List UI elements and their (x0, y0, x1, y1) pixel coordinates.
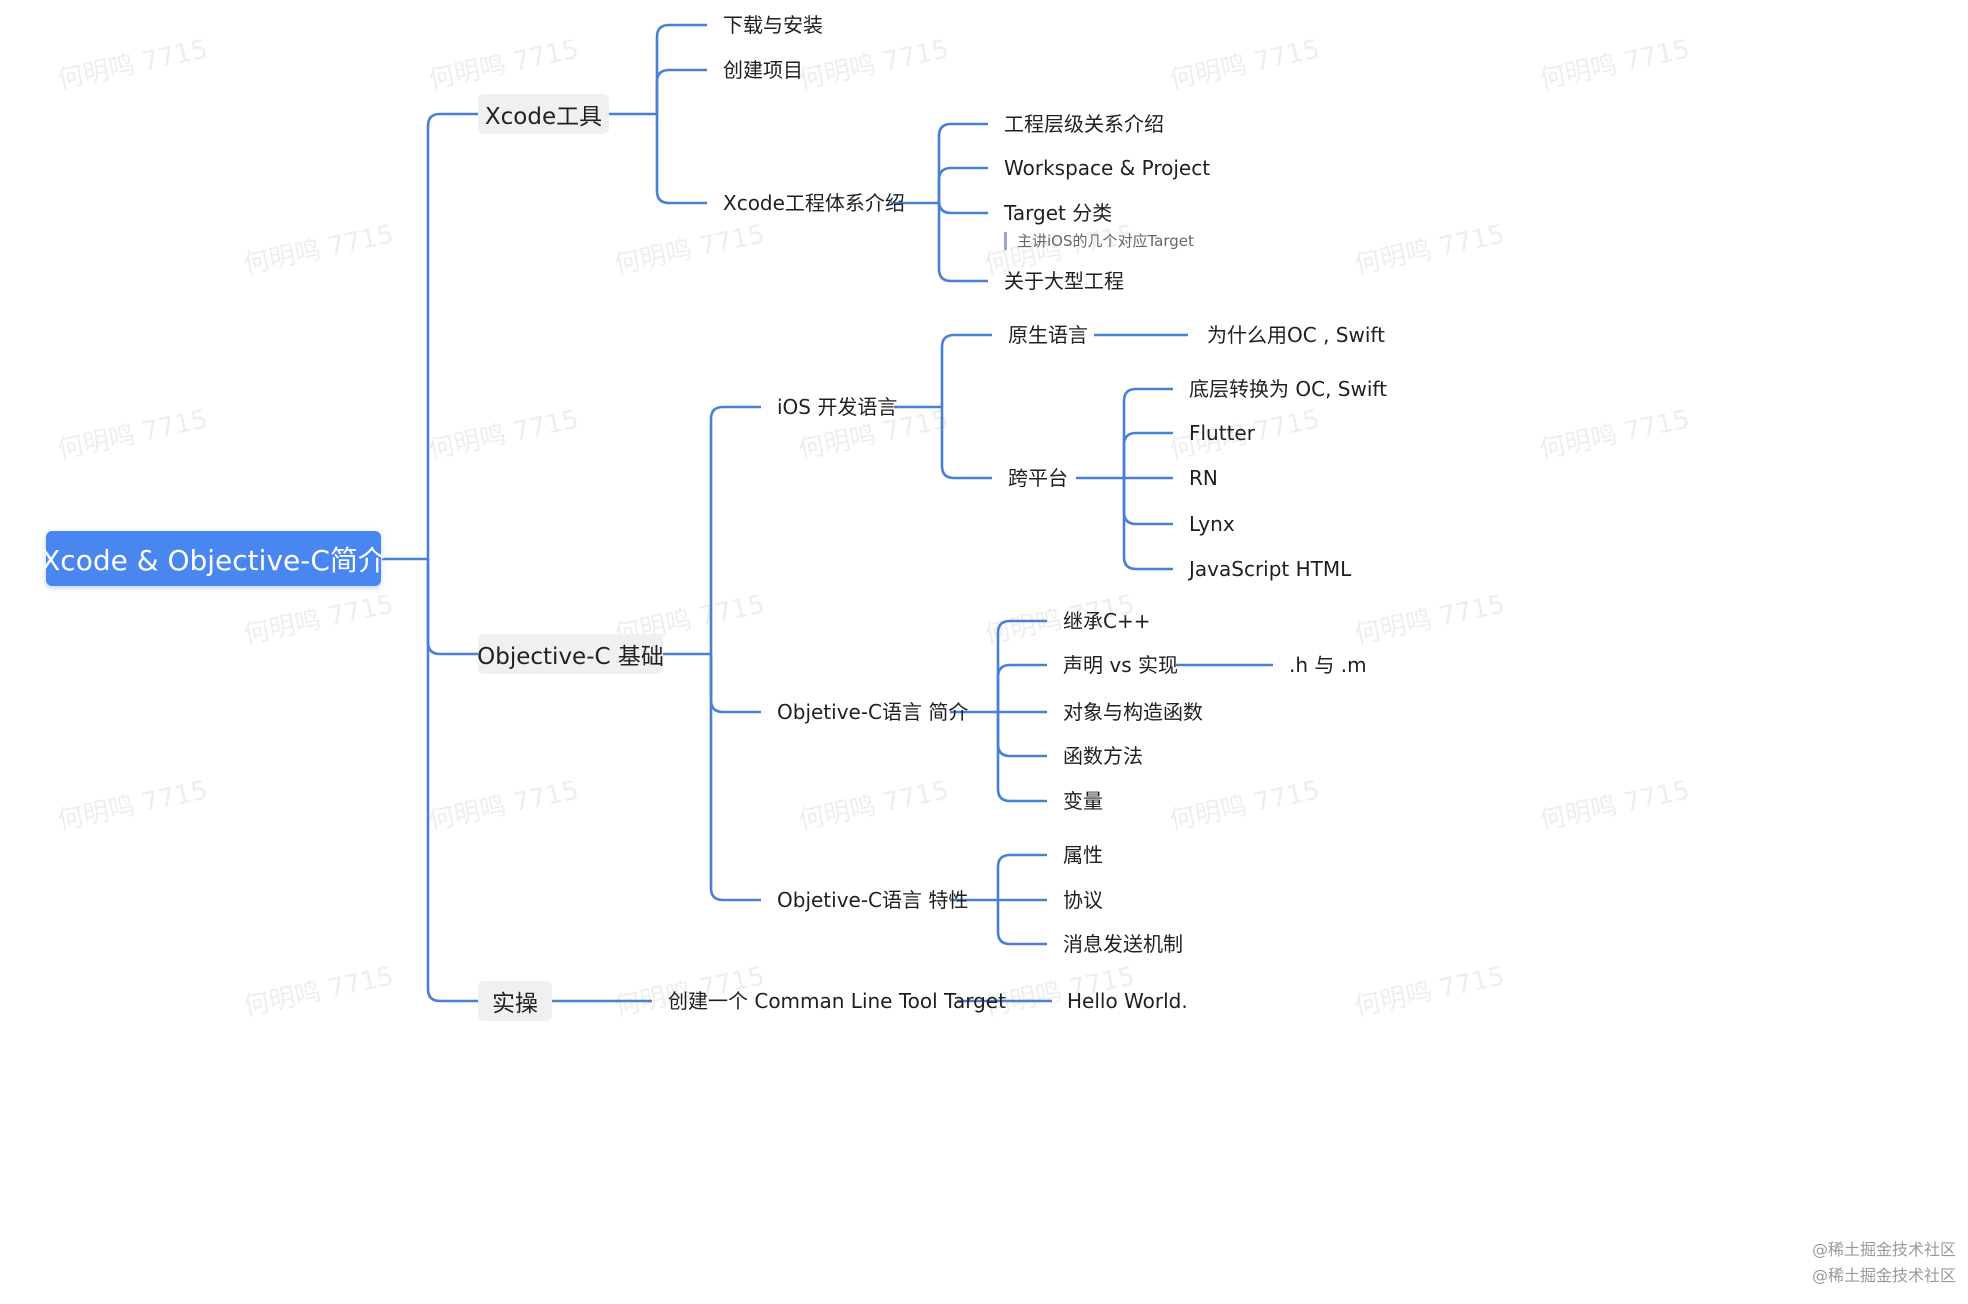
native-languages[interactable]: 原生语言 (1008, 323, 1088, 347)
flutter[interactable]: Flutter (1189, 421, 1255, 445)
project-system-connector-link-2 (937, 200, 988, 215)
objc-connector-link-1 (709, 654, 761, 714)
cross-platform-connector-link-3 (1122, 478, 1173, 526)
ios-lang-connector-link-0 (940, 333, 992, 407)
root-connector-link-2 (426, 559, 478, 1003)
site-credit-2: @稀土掘金技术社区 (1811, 1266, 1956, 1285)
javascript-html[interactable]: JavaScript HTML (1189, 557, 1352, 581)
target-types[interactable]: Target 分类 (1004, 201, 1113, 225)
objc-features-connector-link-2 (996, 900, 1047, 946)
xcode-connector-link-0 (655, 23, 707, 114)
root-node[interactable]: Xcode & Objective-C简介 (41, 531, 386, 586)
xcode-download[interactable]: 下载与安装 (723, 13, 823, 37)
workspace-project[interactable]: Workspace & Project (1004, 156, 1211, 180)
branch-3[interactable]: 实操 (478, 981, 552, 1021)
cross-platform-connector-link-0 (1122, 387, 1173, 478)
target-types-note: 主讲iOS的几个对应Target (1004, 232, 1194, 250)
ios-lang-connector-link-1 (940, 407, 992, 480)
objc-intro-connector-link-1 (996, 663, 1047, 712)
site-credit-1: @稀土掘金技术社区 (1811, 1240, 1956, 1259)
variables[interactable]: 变量 (1063, 789, 1103, 813)
objects-constructors[interactable]: 对象与构造函数 (1063, 700, 1203, 724)
hello-world[interactable]: Hello World. (1067, 989, 1188, 1013)
project-system-connector-link-3 (937, 203, 988, 283)
properties[interactable]: 属性 (1063, 843, 1103, 867)
react-native[interactable]: RN (1189, 466, 1218, 490)
branch-1[interactable]: Xcode工具 (478, 94, 609, 134)
project-system-connector-link-1 (937, 166, 988, 203)
objc-intro-connector-link-0 (996, 619, 1047, 712)
lynx[interactable]: Lynx (1189, 512, 1235, 536)
command-line-target[interactable]: 创建一个 Comman Line Tool Target (668, 989, 1006, 1013)
objc-intro-connector-link-4 (996, 712, 1047, 803)
ios-dev-languages[interactable]: iOS 开发语言 (777, 395, 898, 419)
h-and-m-files[interactable]: .h 与 .m (1289, 653, 1367, 677)
objc-features-connector-link-0 (996, 853, 1047, 900)
objc-connector-link-0 (709, 405, 761, 654)
xcode-connector-link-2 (655, 114, 707, 205)
xcode-create-project[interactable]: 创建项目 (723, 58, 803, 82)
xcode-project-system[interactable]: Xcode工程体系介绍 (723, 191, 905, 215)
project-system-connector-link-0 (937, 122, 988, 203)
message-sending[interactable]: 消息发送机制 (1063, 932, 1183, 956)
objc-connector-link-2 (709, 654, 761, 902)
functions-methods[interactable]: 函数方法 (1063, 744, 1143, 768)
project-hierarchy[interactable]: 工程层级关系介绍 (1004, 112, 1164, 136)
cross-platform-connector-link-1 (1122, 431, 1173, 478)
objc-features[interactable]: Objetive-C语言 特性 (777, 888, 969, 912)
inherit-cpp[interactable]: 继承C++ (1063, 609, 1151, 633)
root-connector-link-0 (426, 112, 478, 559)
protocols[interactable]: 协议 (1063, 888, 1103, 912)
large-projects[interactable]: 关于大型工程 (1004, 269, 1124, 293)
objc-intro[interactable]: Objetive-C语言 简介 (777, 700, 969, 724)
root-connector-link-1 (426, 559, 478, 656)
branch-2[interactable]: Objective-C 基础 (477, 634, 664, 674)
cross-platform-connector-link-4 (1122, 478, 1173, 571)
objc-intro-connector-link-3 (996, 712, 1047, 758)
declaration-vs-implementation[interactable]: 声明 vs 实现 (1063, 653, 1178, 677)
bridge-oc-swift[interactable]: 底层转换为 OC, Swift (1189, 377, 1387, 401)
xcode-connector-link-1 (655, 68, 707, 114)
cross-platform[interactable]: 跨平台 (1008, 466, 1068, 490)
why-oc-swift[interactable]: 为什么用OC , Swift (1207, 323, 1385, 347)
